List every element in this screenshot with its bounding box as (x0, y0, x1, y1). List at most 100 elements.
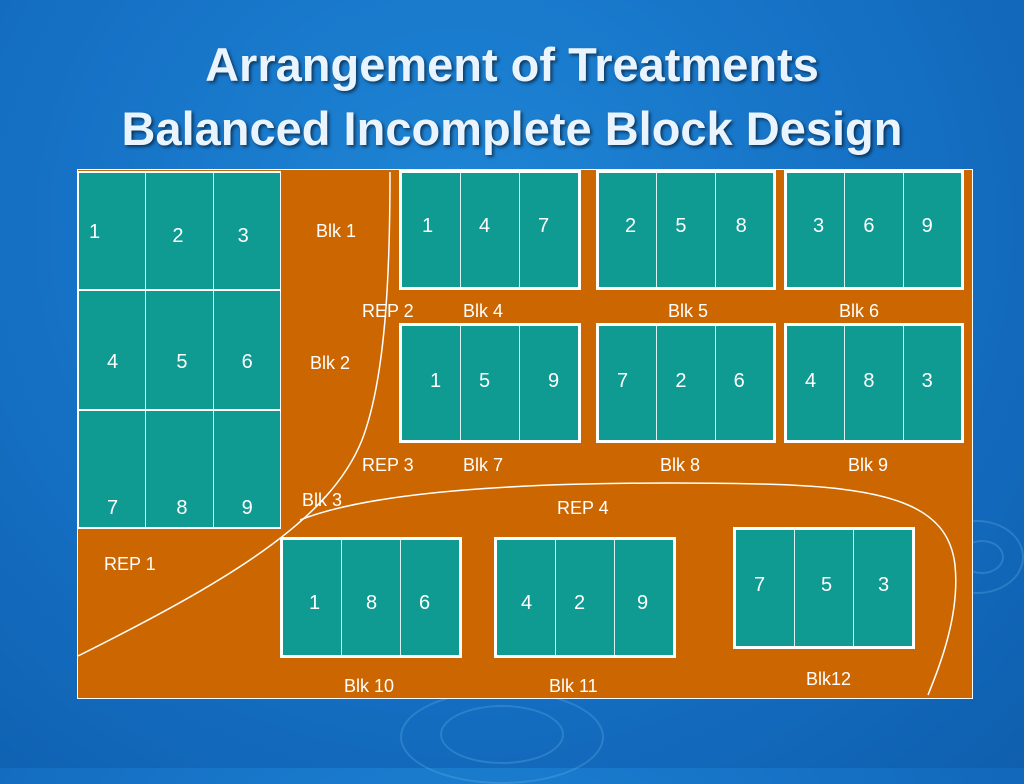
plot-cell: 9 (902, 173, 961, 287)
plot-cell: 2 (145, 173, 212, 289)
block-label-5: Blk 5 (668, 301, 709, 321)
plot-cell: 8 (714, 173, 773, 287)
plot-cell: 6 (844, 173, 902, 287)
treatment-number: 8 (366, 592, 378, 614)
block-12: 7 5 3 (733, 527, 915, 649)
plot-cell: 8 (844, 326, 902, 440)
treatment-number: 8 (176, 497, 188, 519)
block-label-1: Blk 1 (316, 221, 357, 241)
block-5: 2 5 8 (596, 170, 776, 290)
block-10: 1 8 6 (280, 537, 462, 658)
block-label-8: Blk 8 (660, 455, 701, 475)
plot-cell: 9 (614, 540, 673, 655)
treatment-number: 3 (237, 225, 249, 247)
slide-title-line1: Arrangement of Treatments (205, 38, 819, 91)
treatment-number: 4 (521, 592, 533, 614)
treatment-number: 1 (309, 592, 321, 614)
treatment-number: 5 (479, 370, 491, 392)
block-label-10: Blk 10 (344, 676, 395, 696)
plot-cell: 1 (402, 326, 460, 440)
treatment-number: 3 (878, 574, 890, 596)
treatment-number: 1 (430, 370, 442, 392)
plot-cell: 5 (145, 291, 212, 409)
block-9: 4 8 3 (784, 323, 964, 443)
treatment-number: 1 (422, 215, 434, 237)
plot-cell: 5 (656, 173, 714, 287)
plot-cell: 9 (212, 411, 280, 527)
plot-cell: 4 (460, 173, 519, 287)
plot-cell: 3 (902, 326, 961, 440)
treatment-number: 5 (675, 215, 687, 237)
treatment-number: 2 (172, 225, 184, 247)
plot-cell: 5 (460, 326, 519, 440)
treatment-number: 6 (419, 592, 431, 614)
treatment-number: 5 (176, 351, 188, 373)
plot-cell: 2 (656, 326, 714, 440)
rep-label-1: REP 1 (104, 554, 156, 574)
block-label-9: Blk 9 (848, 455, 889, 475)
treatment-number: 1 (89, 221, 101, 243)
plot-cell: 1 (283, 540, 341, 655)
plot-cell: 5 (794, 530, 853, 646)
rep-label-3: REP 3 (362, 455, 414, 475)
block-4: 1 4 7 (399, 170, 581, 290)
block-label-6: Blk 6 (839, 301, 880, 321)
block-1: 1 2 3 (78, 172, 281, 290)
treatment-number: 8 (735, 215, 747, 237)
treatment-number: 6 (733, 370, 745, 392)
block-11: 4 2 9 (494, 537, 676, 658)
block-8: 7 2 6 (596, 323, 776, 443)
treatment-number: 7 (617, 370, 629, 392)
treatment-number: 2 (625, 215, 637, 237)
treatment-number: 9 (548, 370, 560, 392)
plot-cell: 3 (212, 173, 280, 289)
block-label-12: Blk12 (806, 669, 852, 689)
plot-cell: 6 (212, 291, 280, 409)
plot-cell: 4 (79, 291, 145, 409)
block-3: 7 8 9 (78, 410, 281, 528)
block-label-4: Blk 4 (463, 301, 504, 321)
treatment-number: 9 (921, 215, 933, 237)
block-label-2: Blk 2 (310, 353, 351, 373)
treatment-number: 7 (107, 497, 119, 519)
treatment-number: 4 (479, 215, 491, 237)
treatment-number: 9 (241, 497, 253, 519)
treatment-number: 7 (538, 215, 550, 237)
block-7: 1 5 9 (399, 323, 581, 443)
treatment-number: 3 (813, 215, 825, 237)
plot-cell: 7 (599, 326, 656, 440)
plot-cell: 1 (79, 173, 145, 289)
treatment-number: 2 (574, 592, 586, 614)
treatment-number: 6 (241, 351, 253, 373)
rep-label-2: REP 2 (362, 301, 414, 321)
plot-cell: 7 (736, 530, 794, 646)
rep1-boundary-curve (77, 171, 391, 657)
plot-cell: 7 (79, 411, 145, 527)
replicate-boundaries (77, 171, 957, 696)
plot-cell: 4 (787, 326, 844, 440)
plot-cell: 2 (599, 173, 656, 287)
block-2: 4 5 6 (78, 290, 281, 410)
treatment-number: 5 (821, 574, 833, 596)
plot-cell: 9 (519, 326, 578, 440)
treatment-number: 4 (805, 370, 817, 392)
treatment-number: 3 (921, 370, 933, 392)
plot-cell: 3 (787, 173, 844, 287)
treatment-number: 8 (863, 370, 875, 392)
plot-cell: 7 (519, 173, 578, 287)
block-label-7: Blk 7 (463, 455, 504, 475)
slide-title-line2: Balanced Incomplete Block Design (121, 102, 903, 155)
plot-cell: 8 (145, 411, 212, 527)
plot-cell: 6 (400, 540, 459, 655)
plot-cell: 4 (497, 540, 555, 655)
plot-cell: 1 (402, 173, 460, 287)
ripple-decoration (440, 705, 564, 764)
treatment-number: 9 (637, 592, 649, 614)
treatment-number: 7 (754, 574, 766, 596)
treatment-number: 4 (107, 351, 119, 373)
plot-cell: 2 (555, 540, 614, 655)
block-label-3: Blk 3 (302, 490, 343, 510)
block-label-11: Blk 11 (549, 676, 598, 696)
treatment-number: 2 (675, 370, 687, 392)
